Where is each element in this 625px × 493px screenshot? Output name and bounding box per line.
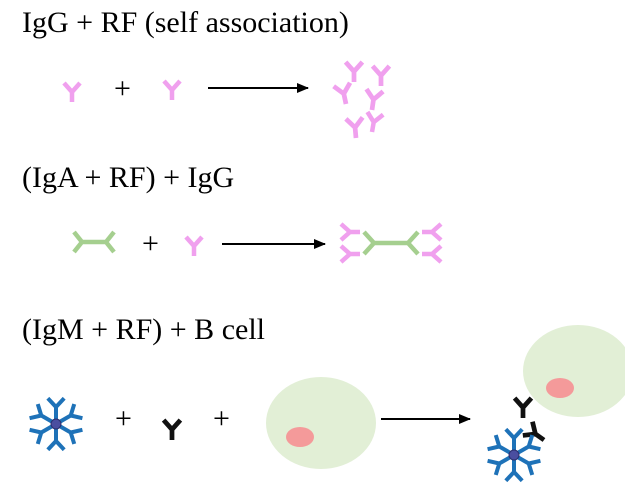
row3-title: (IgM + RF) + B cell	[22, 313, 265, 346]
igg-antibody-icon	[164, 81, 180, 100]
igm-pentamer-icon	[29, 396, 83, 452]
igg-aggregate-icon	[334, 62, 390, 139]
igm-pentamer-icon	[487, 427, 541, 483]
plus-sign: +	[114, 72, 131, 105]
black-antibody-icon	[164, 420, 181, 440]
plus-sign: +	[213, 402, 230, 435]
row1-title: IgG + RF (self association)	[22, 6, 349, 39]
iga-igg-complex-icon	[341, 224, 441, 262]
igg-antibody-icon	[186, 237, 202, 256]
igg-antibody-icon	[64, 83, 80, 102]
plus-sign: +	[115, 402, 132, 435]
b-cell-icon	[266, 377, 376, 469]
row2-title: (IgA + RF) + IgG	[22, 161, 235, 194]
plus-sign: +	[142, 227, 159, 260]
iga-dimer-icon	[72, 230, 116, 254]
b-cell-icon	[523, 325, 625, 417]
